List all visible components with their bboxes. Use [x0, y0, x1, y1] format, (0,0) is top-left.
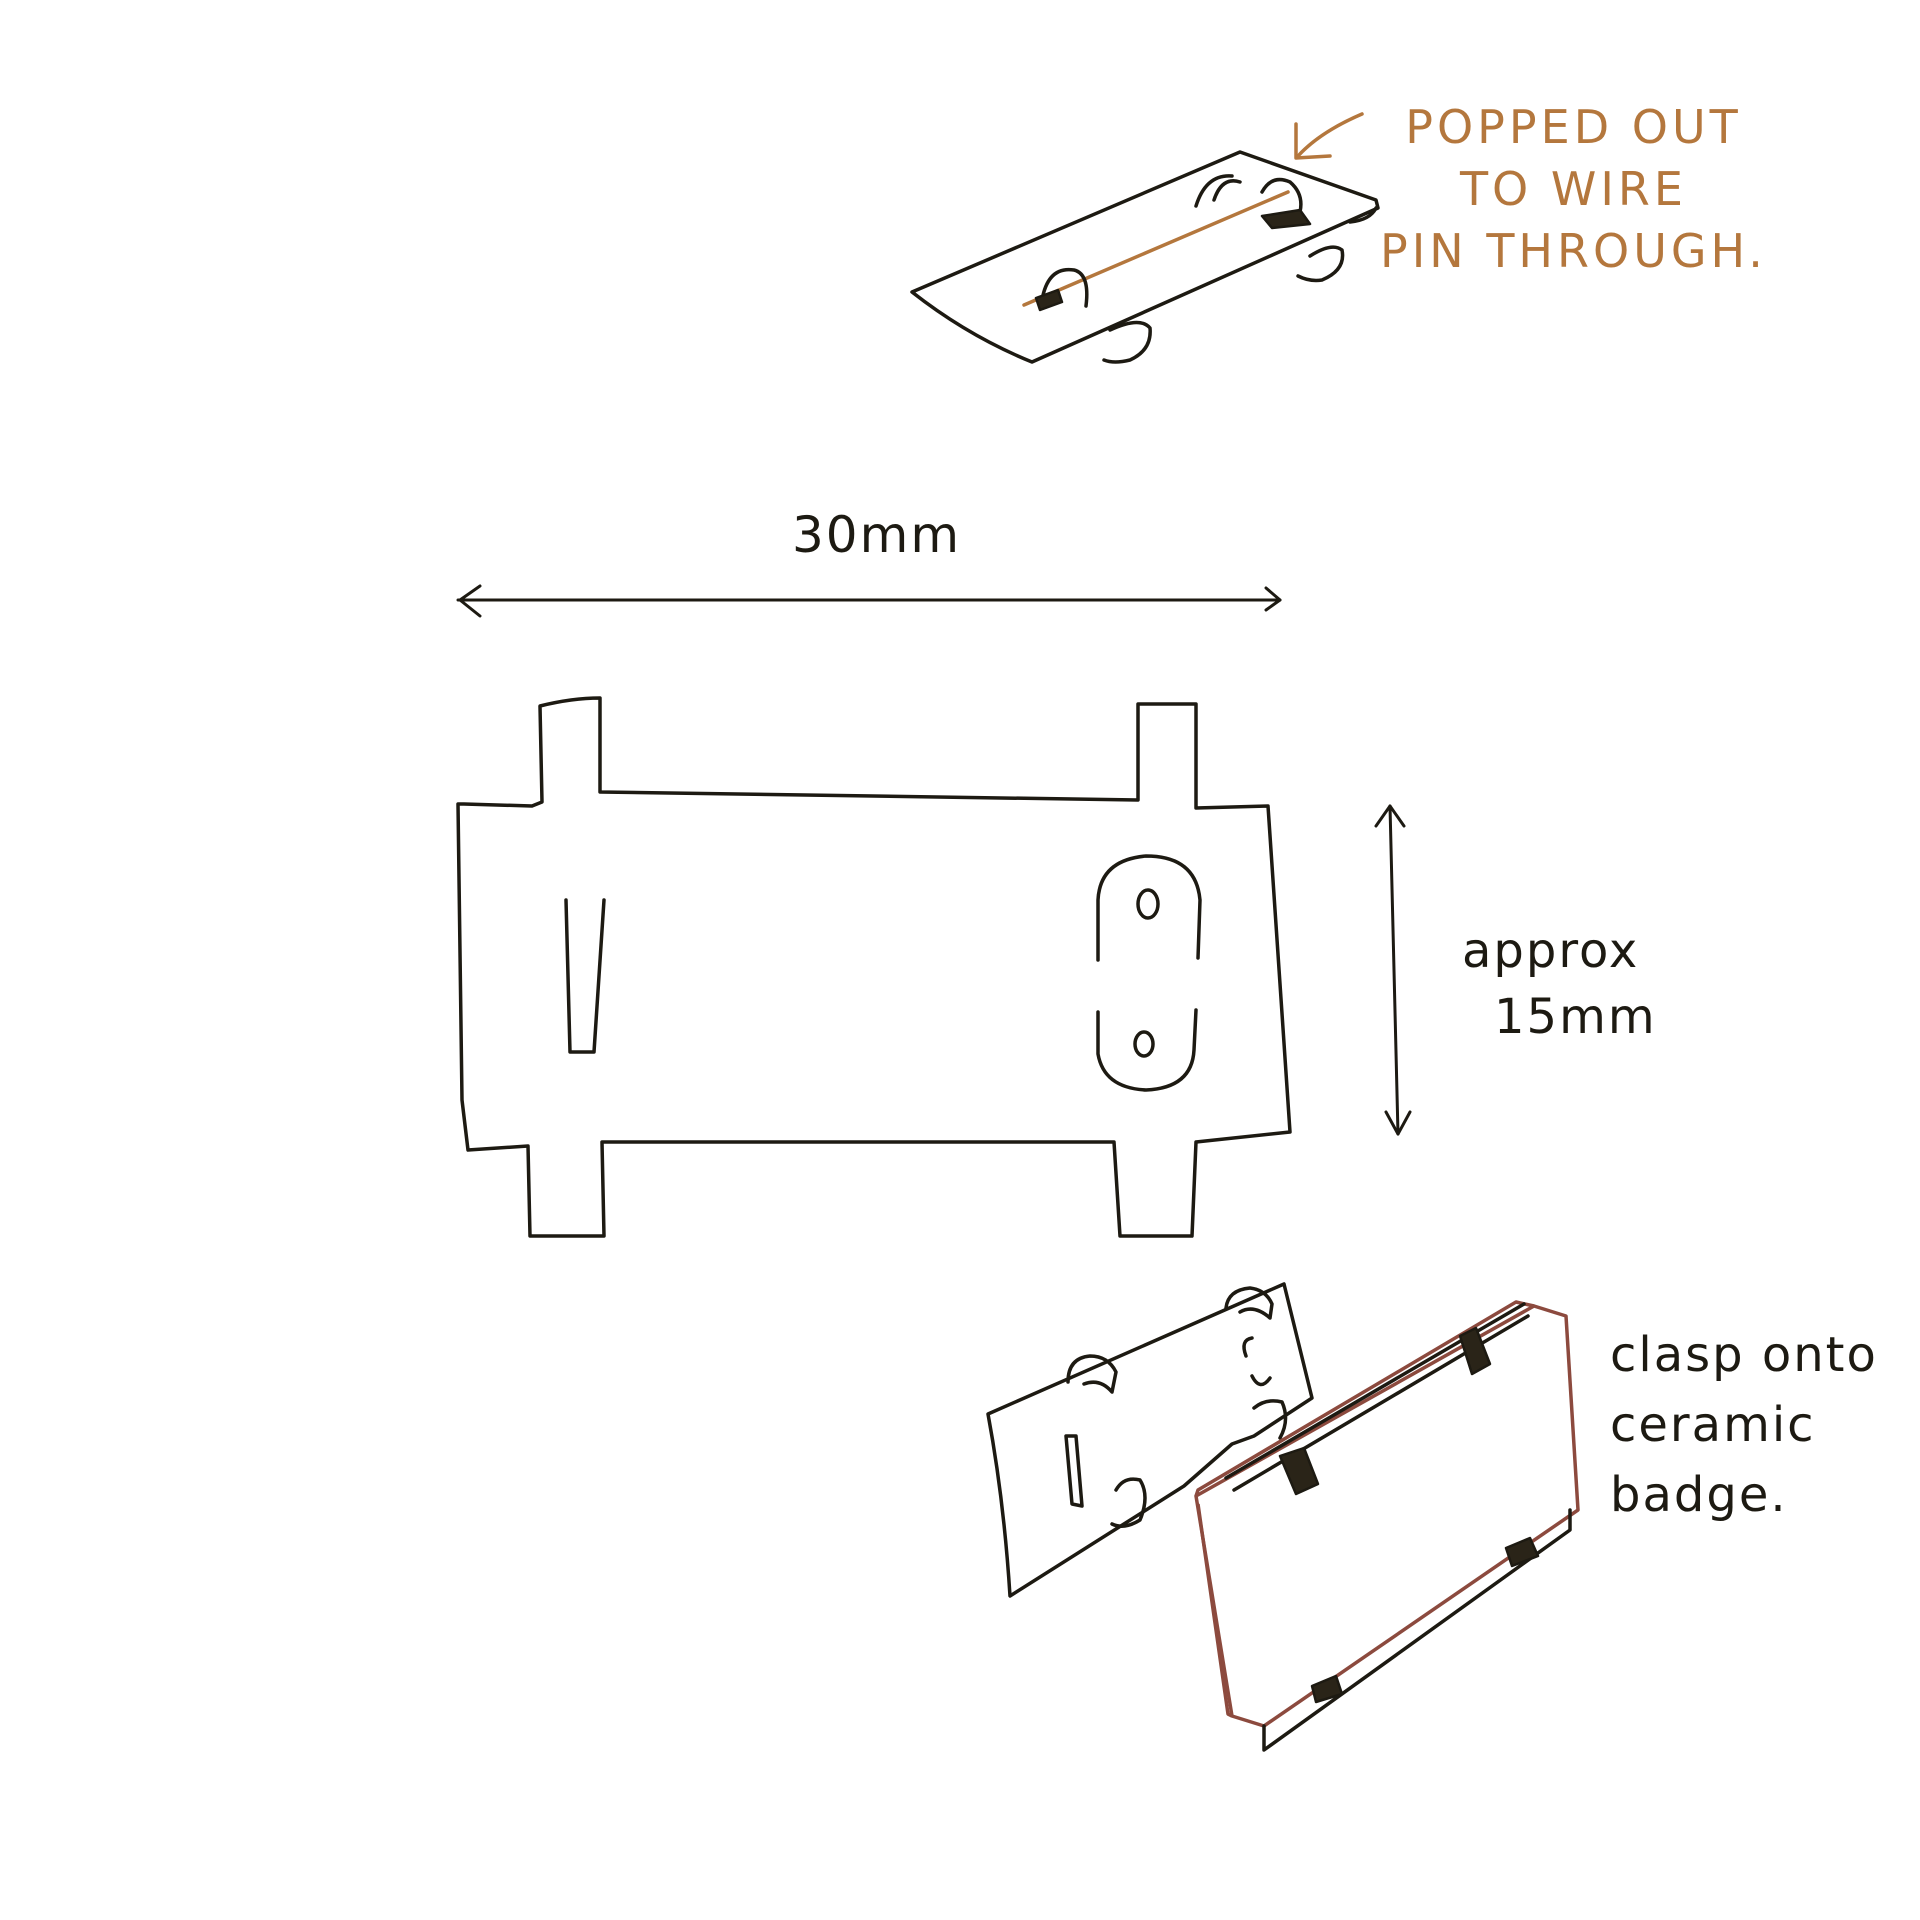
height-label: approx 15mm — [1462, 918, 1657, 1050]
lower-tab-cutout — [1096, 1008, 1198, 1092]
height-label-line-2: 15mm — [1494, 989, 1657, 1045]
popped-out-arrow-head — [1294, 122, 1332, 160]
perspective-clasp-top — [910, 150, 1380, 364]
flat-clasp-template — [456, 696, 1292, 1238]
popped-out-arrow — [1294, 112, 1364, 160]
height-label-line-1: approx — [1462, 923, 1640, 979]
clasp-note: clasp onto ceramic badge. — [1610, 1320, 1878, 1530]
clasp-note-line-2: ceramic — [1610, 1397, 1816, 1453]
clasp-plate-edge — [1348, 206, 1378, 224]
badge-clasp-tab-1 — [1458, 1326, 1492, 1376]
width-arrow-right-head — [1264, 586, 1282, 612]
pin-slot — [564, 898, 606, 1054]
badge-wire — [1224, 1302, 1526, 1480]
width-arrow-left-head — [458, 584, 482, 618]
clasp-plate-top — [910, 150, 1380, 364]
clasp-note-line-1: clasp onto — [1610, 1327, 1878, 1383]
lower-hole — [1133, 1030, 1155, 1058]
popped-out-note: POPPED OUT TO WIRE PIN THROUGH. — [1380, 96, 1767, 282]
folded-tab-2 — [1224, 1286, 1274, 1320]
badge-wire-2 — [1232, 1314, 1530, 1492]
height-arrow-bottom-head — [1384, 1110, 1412, 1136]
raised-tab-right — [1260, 177, 1303, 214]
height-arrow-top-head — [1374, 804, 1406, 828]
badge-clasp-tab-2 — [1278, 1446, 1320, 1496]
hook-under-right — [1296, 245, 1345, 283]
hole-mark-2 — [1250, 1374, 1272, 1387]
width-label: 30mm — [792, 506, 962, 564]
raised-tab-left — [1040, 267, 1089, 308]
tab-dark-left — [1034, 288, 1064, 312]
clasp-note-line-3: badge. — [1610, 1467, 1788, 1523]
popped-out-note-line-2: TO WIRE — [1459, 162, 1687, 216]
upper-tab-cutout — [1096, 854, 1202, 962]
clasp-plate-bottom — [986, 1282, 1314, 1598]
wire-pin — [1022, 190, 1290, 307]
height-dimension — [1374, 804, 1412, 1136]
badge-clasp-tab-4 — [1310, 1674, 1344, 1704]
popped-out-arrow-shaft — [1296, 112, 1364, 158]
lower-tab-2 — [1252, 1399, 1288, 1440]
width-dimension — [456, 584, 1282, 618]
height-arrow-line — [1388, 804, 1400, 1136]
folded-tab-1 — [1066, 1354, 1118, 1394]
raised-tab-mid — [1194, 174, 1234, 208]
popped-out-note-line-1: POPPED OUT — [1405, 100, 1742, 154]
bottom-slot — [1064, 1434, 1084, 1508]
tab-dark-right — [1260, 208, 1312, 230]
hook-under-left — [1102, 320, 1152, 364]
clasp-outline — [456, 696, 1292, 1238]
badge-clasp-tab-3 — [1504, 1536, 1540, 1568]
raised-tab-mid-2 — [1212, 179, 1242, 202]
hole-mark-1 — [1242, 1336, 1254, 1358]
badge-left-edge — [1196, 1503, 1233, 1718]
badge-shadow-edge — [1262, 1508, 1572, 1752]
popped-out-note-line-3: PIN THROUGH. — [1380, 224, 1767, 278]
lower-tab-1 — [1110, 1477, 1147, 1528]
clasp-perspective-bottom — [986, 1282, 1314, 1598]
upper-hole — [1136, 888, 1160, 920]
ceramic-badge — [1194, 1300, 1580, 1752]
